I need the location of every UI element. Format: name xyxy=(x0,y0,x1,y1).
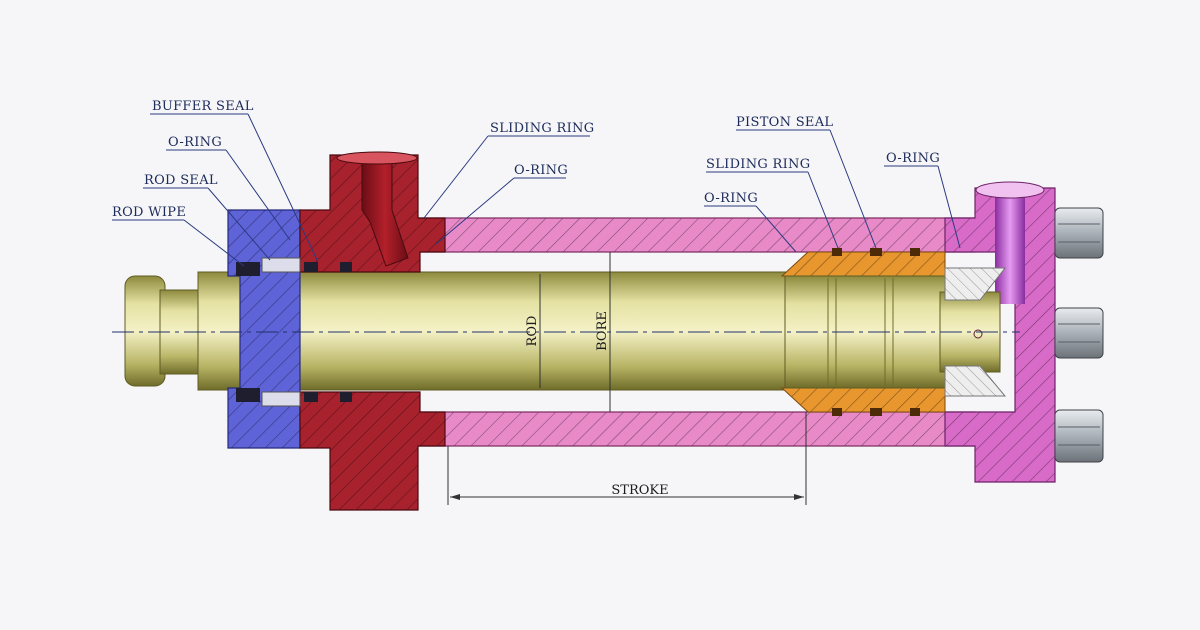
label-rod-seal: ROD SEAL xyxy=(144,173,218,188)
label-sliding-ring-gland: SLIDING RING xyxy=(490,121,594,136)
label-buffer-seal: BUFFER SEAL xyxy=(152,99,254,114)
label-o-ring-tube: O-RING xyxy=(514,163,568,178)
label-o-ring-gland: O-RING xyxy=(168,135,222,150)
rod-label: ROD xyxy=(525,316,540,347)
stroke-dimension: STROKE xyxy=(447,412,807,505)
end-cap-port xyxy=(995,188,1025,304)
gland xyxy=(261,151,446,511)
label-piston-seal: PISTON SEAL xyxy=(736,115,833,130)
piston xyxy=(780,248,1007,416)
bore-label: BORE xyxy=(595,311,610,351)
hex-nut-middle xyxy=(1054,307,1104,359)
gland-port xyxy=(361,157,409,267)
hex-nut-bottom xyxy=(1054,409,1104,463)
label-rod-wipe: ROD WIPE xyxy=(112,205,186,220)
bore-dimension: BORE xyxy=(595,252,611,412)
label-sliding-ring-piston: SLIDING RING xyxy=(706,157,810,172)
piston-rod xyxy=(124,271,789,391)
rod-dimension: ROD xyxy=(525,274,541,388)
stroke-label: STROKE xyxy=(611,483,668,498)
label-o-ring-end: O-RING xyxy=(886,151,940,166)
hex-nut-top xyxy=(1054,207,1104,259)
callout-labels: BUFFER SEAL O-RING ROD SEAL ROD WIPE SLI… xyxy=(112,99,961,267)
label-o-ring-piston: O-RING xyxy=(704,191,758,206)
tie-rod-nuts xyxy=(1054,207,1104,463)
